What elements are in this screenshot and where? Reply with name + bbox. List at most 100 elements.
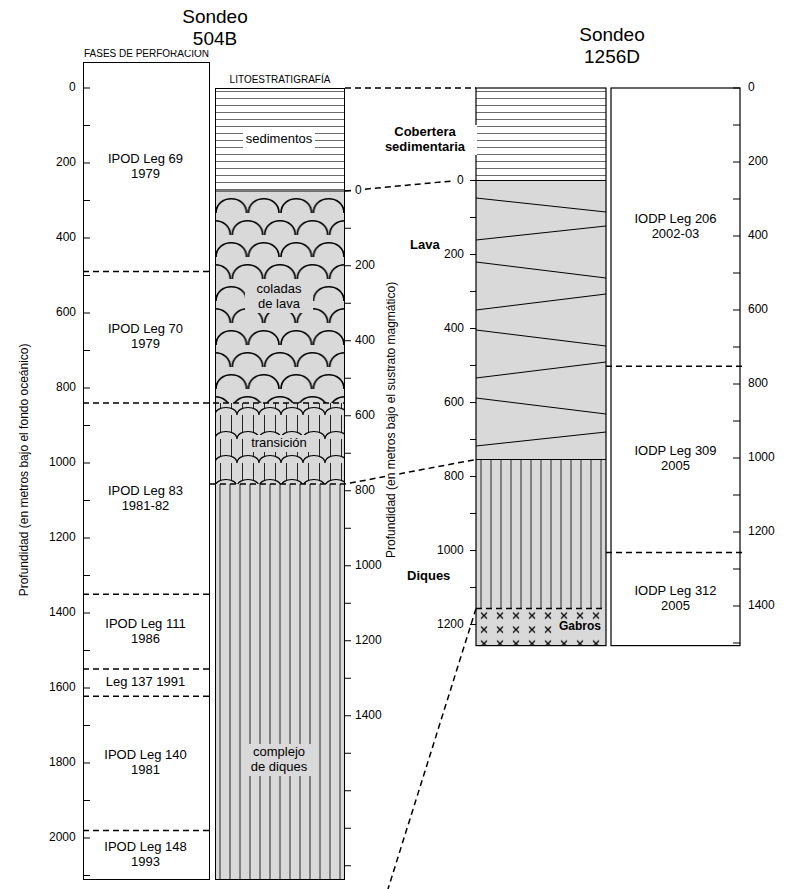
lava-fill — [215, 191, 345, 403]
axis-tick — [83, 875, 90, 876]
axis-number: 1200 — [746, 525, 777, 539]
axis-tick — [345, 453, 351, 454]
lava-flow-lines — [476, 198, 606, 446]
axis-number: 1200 — [435, 618, 466, 632]
axis-tick — [733, 273, 740, 274]
unit-label: Diques — [405, 569, 452, 584]
axis-tick — [470, 291, 476, 292]
axis-number: 2000 — [47, 831, 78, 845]
axis-tick — [345, 228, 351, 229]
axis-number: 800 — [54, 381, 78, 395]
transition-fill — [215, 403, 345, 484]
band-label: IPOD Leg 83 1981-82 — [101, 484, 191, 514]
axis-number: 200 — [54, 156, 78, 170]
axis-number: 400 — [353, 334, 377, 348]
axis-tick — [733, 606, 740, 607]
layer-band: IPOD Leg 83 1981-82 — [83, 403, 208, 594]
axis-tick — [83, 800, 90, 801]
axis-tick — [470, 550, 476, 551]
axis-number: 0 — [353, 184, 364, 198]
axis-tick — [733, 125, 740, 126]
axis-number: 0 — [746, 81, 757, 95]
layer-boundary — [215, 190, 345, 191]
layer-band: transición — [215, 403, 343, 484]
axis-tick — [733, 458, 740, 459]
axis-number: 1400 — [353, 709, 384, 723]
flow-line — [476, 198, 606, 212]
axis-tick — [345, 828, 351, 829]
axis-tick — [345, 603, 351, 604]
axis-number: 600 — [54, 306, 78, 320]
axis-tick — [733, 532, 740, 533]
axis-number: 400 — [746, 229, 770, 243]
axis-tick — [83, 650, 90, 651]
phase-boundary — [83, 594, 212, 596]
axis-tick — [345, 303, 351, 304]
axis-number: 1000 — [47, 456, 78, 470]
axis-tick — [83, 838, 90, 839]
axis-tick — [470, 254, 476, 255]
axis-tick — [345, 790, 351, 791]
flow-line — [476, 432, 606, 446]
axis-tick — [345, 753, 351, 754]
axis-number: 1400 — [746, 599, 777, 613]
axis-tick — [83, 575, 90, 576]
band-label: IPOD Leg 140 1981 — [101, 748, 191, 778]
layer-boundary — [476, 180, 606, 181]
axis-tick — [83, 88, 90, 89]
axis-number: 800 — [746, 377, 770, 391]
axis-tick — [345, 865, 351, 866]
column-box: LITOESTRATIGRAFÍAsedimentoscoladas de la… — [215, 88, 345, 880]
axis-tick — [470, 587, 476, 588]
axis-tick — [83, 275, 90, 276]
axis-tick — [733, 88, 740, 89]
axis-tick — [345, 340, 351, 341]
sediment-fill — [476, 88, 606, 181]
column-box: FASES DE PERFORACIÓNIPOD Leg 69 1979IPOD… — [83, 62, 210, 880]
axis-tick — [345, 715, 351, 716]
band-label: complejo de diques — [243, 744, 315, 776]
layer-band: Leg 137 1991 — [83, 669, 208, 696]
axis-tick — [470, 365, 476, 366]
band-label: Leg 137 1991 — [106, 675, 186, 690]
phase-boundary — [83, 271, 212, 273]
axis-number: 1200 — [353, 634, 384, 648]
axis-tick — [83, 125, 90, 126]
axis-number: 800 — [442, 470, 466, 484]
axis-number: 200 — [353, 259, 377, 273]
flow-line — [476, 398, 606, 414]
axis-tick — [733, 199, 740, 200]
axis-number: 600 — [442, 396, 466, 410]
layer-band: complejo de diques — [215, 484, 343, 880]
layer-band: IPOD Leg 148 1993 — [83, 831, 208, 881]
axis-tick — [470, 402, 476, 403]
flow-line — [476, 262, 606, 278]
axis-tick — [83, 725, 90, 726]
band-label: IODP Leg 312 2005 — [631, 584, 721, 614]
axis-number: 800 — [353, 484, 377, 498]
axis-ticks — [83, 88, 740, 876]
band-label: IPOD Leg 111 1986 — [101, 617, 191, 647]
axis-tick — [733, 643, 740, 644]
layer-boundary — [476, 459, 606, 460]
layer-band: IPOD Leg 70 1979 — [83, 271, 208, 403]
axis-tick — [83, 388, 90, 389]
axis-tick — [733, 384, 740, 385]
phase-boundary — [606, 365, 743, 367]
phase-boundary — [83, 402, 345, 404]
correlation-line — [210, 460, 476, 485]
axis-tick — [733, 347, 740, 348]
band-label: sedimentos — [243, 131, 315, 148]
axis-tick — [733, 569, 740, 570]
band-label: IODP Leg 309 2005 — [631, 444, 721, 474]
band-label: IODP Leg 206 2002-03 — [631, 212, 721, 242]
correlation-line — [345, 87, 476, 89]
flow-line — [476, 330, 606, 346]
axis-tick — [733, 495, 740, 496]
layer-band: sedimentos — [215, 88, 343, 191]
band-label: IPOD Leg 69 1979 — [101, 152, 191, 182]
flow-line — [476, 362, 606, 378]
axis-number: 1200 — [47, 531, 78, 545]
